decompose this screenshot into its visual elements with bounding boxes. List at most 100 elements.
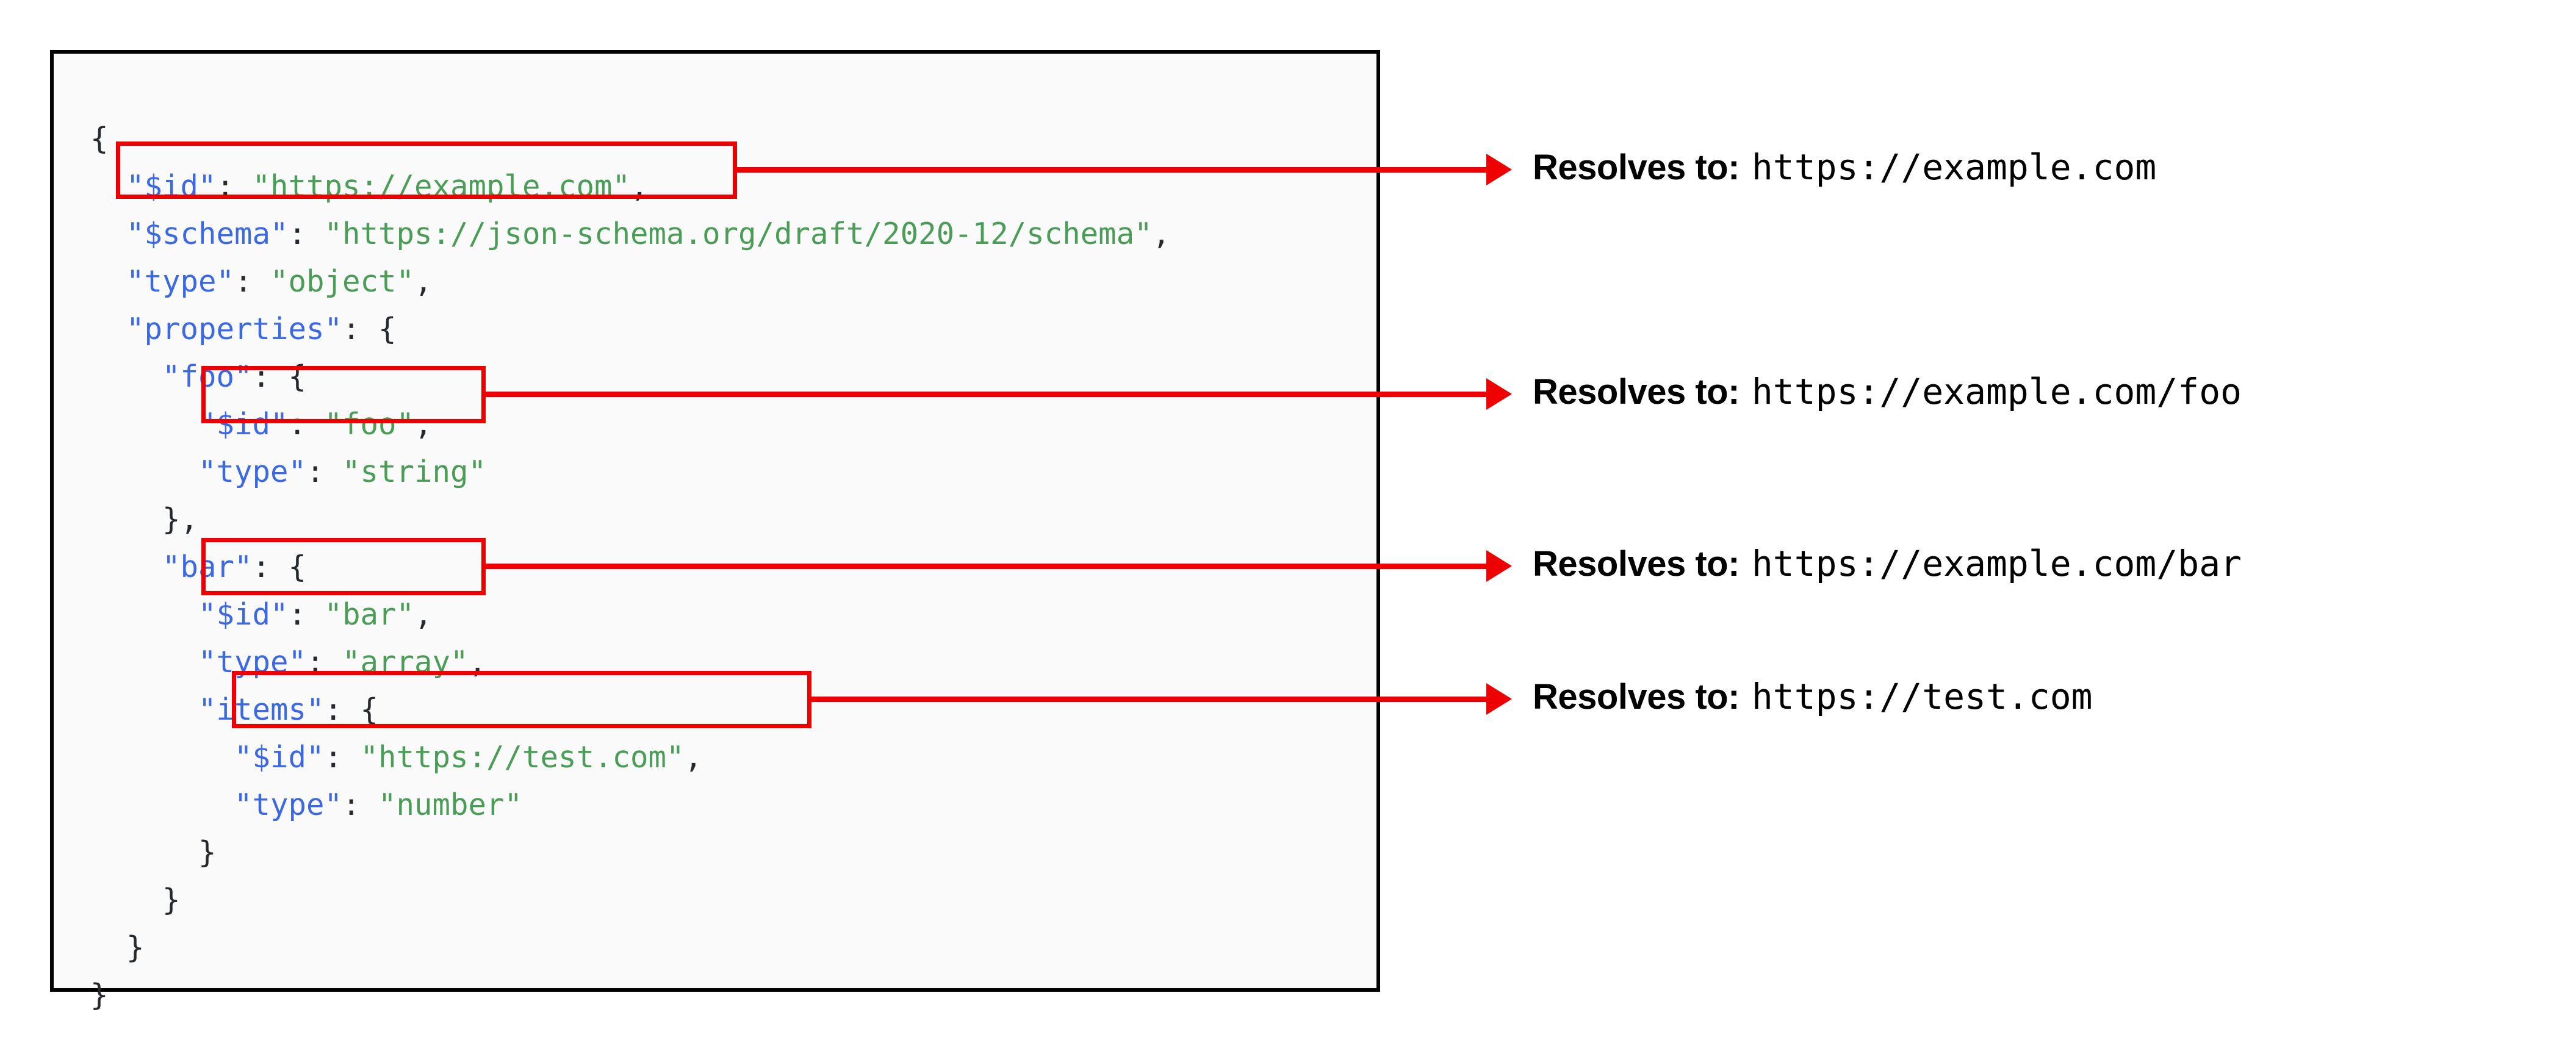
code-line: "type": "number" xyxy=(90,781,1170,829)
code-token-brace: { xyxy=(90,121,109,156)
code-token-key: "properties" xyxy=(126,312,343,346)
code-token-pun: : xyxy=(288,407,325,442)
code-token-key: "items" xyxy=(198,692,325,727)
code-token-key: "$id" xyxy=(198,597,289,632)
code-token-key: "type" xyxy=(198,454,307,489)
code-token-pun: , xyxy=(468,645,487,679)
code-token-pun xyxy=(90,692,198,727)
code-token-pun xyxy=(90,407,198,442)
resolved-uri-value: https://example.com/foo xyxy=(1751,371,2242,412)
code-token-pun xyxy=(90,312,126,346)
connector-items-line xyxy=(811,697,1486,702)
code-token-pun xyxy=(90,169,126,204)
resolves-to-label: Resolves to: xyxy=(1533,372,1740,412)
annotation-items: Resolves to: https://test.com xyxy=(1533,676,2093,717)
code-line: } xyxy=(90,876,1170,924)
code-line: "$schema": "https://json-schema.org/draf… xyxy=(90,210,1170,258)
code-token-pun: : xyxy=(288,217,325,251)
connector-foo-arrowhead-icon xyxy=(1486,378,1512,410)
code-line: "type": "string" xyxy=(90,448,1170,496)
connector-root-line xyxy=(737,167,1486,173)
code-token-key: "$id" xyxy=(234,740,325,775)
connector-items-arrowhead-icon xyxy=(1486,683,1512,715)
code-token-pun xyxy=(90,502,162,537)
code-line: "$id": "bar", xyxy=(90,591,1170,639)
code-token-brace: { xyxy=(378,312,397,346)
code-line: "type": "array", xyxy=(90,639,1170,686)
code-token-pun xyxy=(90,217,126,251)
code-line: } xyxy=(90,829,1170,876)
code-line: "type": "object", xyxy=(90,258,1170,306)
code-token-key: "$id" xyxy=(126,169,217,204)
code-token-key: "bar" xyxy=(162,550,253,584)
code-token-brace: } xyxy=(162,502,181,537)
code-line: "items": { xyxy=(90,686,1170,734)
connector-foo-line xyxy=(486,392,1486,397)
annotation-bar: Resolves to: https://example.com/bar xyxy=(1533,543,2242,584)
code-token-pun: : xyxy=(216,169,253,204)
code-token-brace: { xyxy=(288,359,307,394)
code-token-pun xyxy=(90,645,198,679)
code-token-pun: : xyxy=(324,740,361,775)
code-token-pun xyxy=(90,835,198,870)
code-token-str: "object" xyxy=(270,264,415,299)
code-token-pun xyxy=(90,787,234,822)
code-token-pun: , xyxy=(630,169,649,204)
connector-bar-arrowhead-icon xyxy=(1486,550,1512,582)
code-token-pun: : xyxy=(324,692,361,727)
code-token-str: "foo" xyxy=(324,407,415,442)
resolved-uri-value: https://example.com/bar xyxy=(1751,543,2242,584)
code-line: "properties": { xyxy=(90,306,1170,353)
code-token-str: "number" xyxy=(378,787,523,822)
code-token-pun: , xyxy=(180,502,199,537)
code-line: { xyxy=(90,115,1170,163)
code-line: "foo": { xyxy=(90,353,1170,401)
connector-bar-line xyxy=(486,564,1486,569)
code-token-pun: : xyxy=(306,645,343,679)
code-token-pun: , xyxy=(1152,217,1171,251)
annotation-root: Resolves to: https://example.com xyxy=(1533,146,2156,188)
code-token-pun: : xyxy=(234,264,271,299)
connector-root-arrowhead-icon xyxy=(1486,154,1512,185)
code-token-pun xyxy=(90,597,198,632)
code-token-pun: , xyxy=(414,597,433,632)
code-token-pun: : xyxy=(252,359,289,394)
code-token-key: "type" xyxy=(126,264,235,299)
code-token-brace: } xyxy=(90,978,109,1013)
resolves-to-label: Resolves to: xyxy=(1533,544,1740,584)
code-token-pun xyxy=(90,454,198,489)
code-token-pun xyxy=(90,359,162,394)
code-token-key: "type" xyxy=(234,787,343,822)
code-token-brace: } xyxy=(162,883,181,917)
code-token-str: "https://json-schema.org/draft/2020-12/s… xyxy=(324,217,1153,251)
code-token-str: "array" xyxy=(342,645,469,679)
resolved-uri-value: https://example.com xyxy=(1751,146,2157,188)
json-schema-code-listing: { "$id": "https://example.com", "$schema… xyxy=(90,115,1170,1019)
code-token-brace: } xyxy=(126,930,145,965)
code-token-str: "https://example.com" xyxy=(252,169,631,204)
code-token-key: "$schema" xyxy=(126,217,289,251)
code-token-pun: , xyxy=(414,264,433,299)
code-line: }, xyxy=(90,496,1170,543)
code-token-str: "https://test.com" xyxy=(360,740,685,775)
code-token-key: "type" xyxy=(198,645,307,679)
code-token-pun: : xyxy=(342,787,379,822)
code-token-brace: } xyxy=(198,835,217,870)
json-schema-code-panel: { "$id": "https://example.com", "$schema… xyxy=(50,50,1380,1013)
code-line: "bar": { xyxy=(90,543,1170,591)
code-line: } xyxy=(90,924,1170,972)
code-line: "$id": "foo", xyxy=(90,401,1170,448)
code-token-key: "$id" xyxy=(198,407,289,442)
resolves-to-label: Resolves to: xyxy=(1533,677,1740,717)
code-token-str: "bar" xyxy=(324,597,415,632)
annotation-foo: Resolves to: https://example.com/foo xyxy=(1533,371,2242,412)
resolves-to-label: Resolves to: xyxy=(1533,148,1740,187)
code-token-pun xyxy=(90,550,162,584)
code-token-pun: : xyxy=(252,550,289,584)
code-token-pun xyxy=(90,883,162,917)
code-token-pun: : xyxy=(288,597,325,632)
resolved-uri-value: https://test.com xyxy=(1751,676,2093,717)
code-token-str: "string" xyxy=(342,454,487,489)
code-token-pun: , xyxy=(684,740,703,775)
code-token-brace: { xyxy=(360,692,379,727)
